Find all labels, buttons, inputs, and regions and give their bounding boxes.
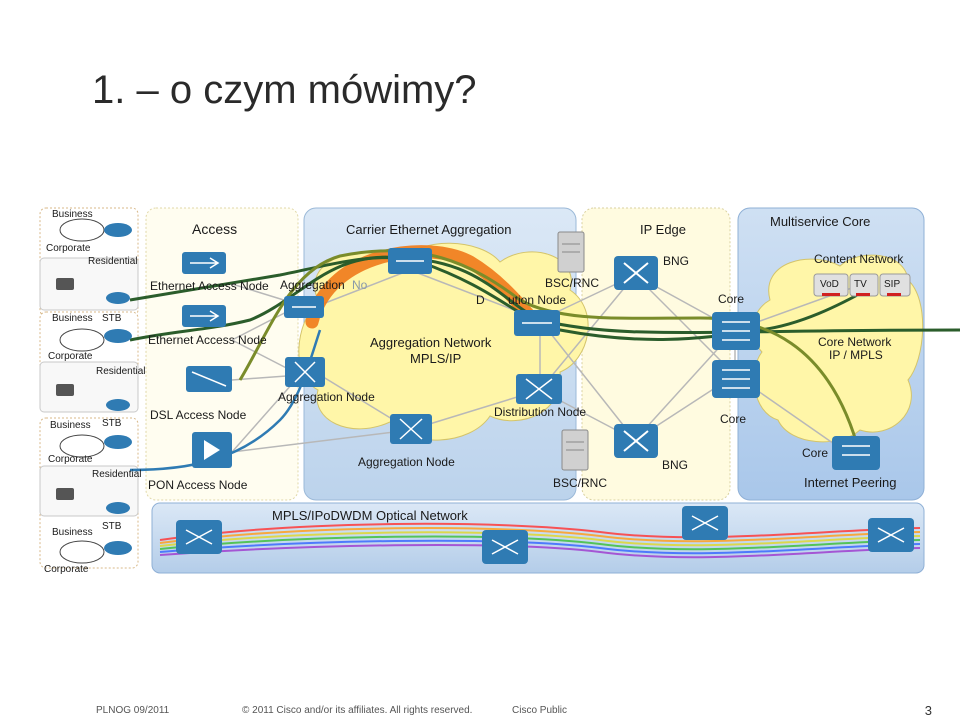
bng-router-icon: [614, 424, 658, 458]
peering-router-icon: [832, 436, 880, 470]
customer-stb: STB: [102, 418, 122, 429]
customer-business: Business: [52, 527, 93, 538]
vod-label: VoD: [820, 279, 839, 290]
access-panel: [145, 207, 299, 501]
aggregation-switch-icon: [388, 248, 432, 274]
customer-stb: STB: [102, 313, 122, 324]
path-green-1: [129, 255, 960, 342]
aggregation-switch-icon: [284, 296, 324, 318]
access-header: Access: [192, 221, 238, 237]
distribution-node-label: ution Node: [508, 293, 567, 307]
bng-label: BNG: [662, 458, 689, 472]
path-olive: [238, 249, 862, 456]
stb-icon: [106, 399, 130, 411]
bsc-rnc-label: BSC/RNC: [553, 476, 608, 490]
aggregation-node-label-suffix: No: [352, 278, 368, 292]
slide-title: 1. – o czym mówimy?: [92, 68, 477, 112]
aggregation-network-protocol: MPLS/IP: [410, 351, 462, 366]
footer-event: PLNOG 09/2011: [96, 705, 170, 716]
customer-corporate: Corporate: [48, 351, 93, 362]
optical-node-icon: [176, 520, 222, 554]
core-network-protocol: IP / MPLS: [829, 348, 883, 362]
pon-icon: [192, 432, 232, 468]
bng-label: BNG: [663, 254, 690, 268]
distribution-node-label: Distribution Node: [494, 405, 587, 419]
node-icons: [56, 218, 914, 564]
sip-server-icon: [879, 273, 911, 297]
ip-edge-header: IP Edge: [640, 222, 687, 237]
aggregation-node-label: Aggregation Node: [358, 455, 455, 469]
bng-router-icon: [614, 256, 658, 290]
distribution-router-icon: [516, 374, 562, 404]
vod-server-icon: [813, 273, 849, 297]
customer-business: Business: [52, 209, 93, 220]
core-label: Core: [718, 292, 745, 306]
page-number: 3: [924, 703, 932, 718]
ethernet-access-node-label: Ethernet Access Node: [150, 279, 269, 293]
tv-server-icon: [849, 273, 879, 297]
router-icon: [104, 435, 132, 449]
bsc-server-icon: [561, 429, 589, 471]
multiservice-core-header: Multiservice Core: [770, 214, 871, 229]
core-peering-label: Core: [802, 446, 829, 460]
carrier-aggregation-header: Carrier Ethernet Aggregation: [346, 222, 512, 237]
aggregation-network-label: Aggregation Network: [370, 335, 492, 350]
core-label: Core: [720, 412, 747, 426]
cloud-icon: [59, 540, 105, 564]
core-router-icon: [712, 360, 760, 398]
router-icon: [104, 223, 132, 237]
core-router-icon: [712, 312, 760, 350]
customer-corporate: Corporate: [44, 564, 89, 575]
cloud-icon: [59, 218, 105, 242]
customer-residential: Residential: [92, 469, 142, 480]
aggregation-node-label: Aggregation Node: [278, 390, 375, 404]
customer-boxes: [39, 207, 139, 569]
customer-business: Business: [52, 313, 93, 324]
pon-access-node-label: PON Access Node: [148, 478, 248, 492]
content-network-label: Content Network: [814, 252, 904, 266]
distribution-switch-icon: [514, 310, 560, 336]
switch-icon: [182, 252, 226, 274]
optical-node-icon: [482, 530, 528, 564]
tv-label: TV: [854, 279, 867, 290]
core-network-label: Core Network: [818, 335, 892, 349]
phone-icon: [56, 278, 74, 290]
optical-network-label: MPLS/IPoDWDM Optical Network: [272, 508, 468, 523]
customer-residential: Residential: [88, 256, 138, 267]
aggregation-node-label: Aggregation: [280, 278, 345, 292]
optical-rainbow: [159, 522, 921, 559]
optical-node-icon: [682, 506, 728, 540]
path-orange: [305, 245, 542, 329]
cloud-icon: [59, 434, 105, 458]
path-green-2: [129, 256, 871, 341]
dsl-access-node-label: DSL Access Node: [150, 408, 247, 422]
optical-node-icon: [868, 518, 914, 552]
footer-classification: Cisco Public: [512, 705, 568, 716]
customer-corporate: Corporate: [48, 454, 93, 465]
distribution-node-label-prefix: D: [476, 293, 485, 307]
cloud-icon: [59, 328, 105, 352]
internet-peering-label: Internet Peering: [804, 475, 897, 490]
ethernet-access-node-label: Ethernet Access Node: [148, 333, 267, 347]
router-icon: [104, 329, 132, 343]
customer-business: Business: [50, 420, 91, 431]
dsl-icon: [186, 366, 232, 392]
router-icon: [104, 541, 132, 555]
stb-icon: [106, 292, 130, 304]
bsc-server-icon: [557, 231, 585, 273]
customer-residential: Residential: [96, 366, 146, 377]
footer-copyright: © 2011 Cisco and/or its affiliates. All …: [242, 705, 473, 716]
stb-icon: [106, 502, 130, 514]
switch-icon: [182, 305, 226, 327]
aggregation-router-icon: [390, 414, 432, 444]
customer-stb: STB: [102, 521, 122, 532]
aggregation-router-icon: [285, 357, 325, 387]
sip-label: SIP: [884, 279, 901, 290]
phone-icon: [56, 384, 74, 396]
phone-icon: [56, 488, 74, 500]
customer-corporate: Corporate: [46, 243, 91, 254]
bsc-rnc-label: BSC/RNC: [545, 276, 600, 290]
